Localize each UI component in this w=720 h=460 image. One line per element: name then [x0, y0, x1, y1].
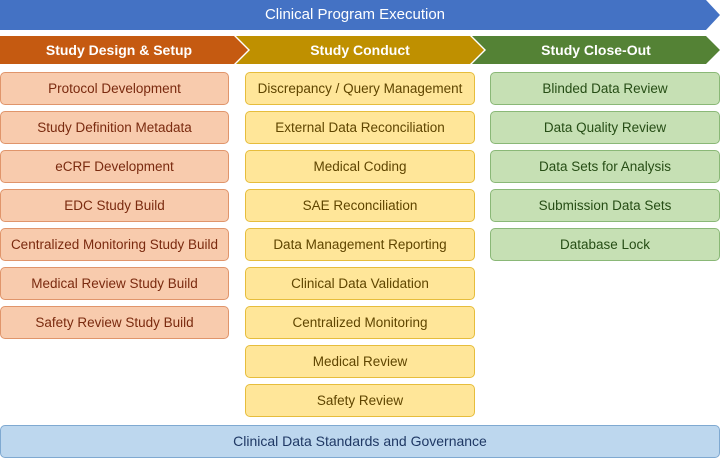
standards-governance-bar: Clinical Data Standards and Governance: [0, 425, 720, 458]
activity-box: Blinded Data Review: [490, 72, 720, 105]
activity-box: SAE Reconciliation: [245, 189, 475, 222]
activity-box: Safety Review: [245, 384, 475, 417]
phase-header-design: Study Design & Setup: [0, 36, 250, 64]
activity-box: Centralized Monitoring: [245, 306, 475, 339]
activity-box: Medical Review Study Build: [0, 267, 229, 300]
phase-title-closeout: Study Close-Out: [541, 42, 651, 58]
activity-box: Safety Review Study Build: [0, 306, 229, 339]
activity-box: Centralized Monitoring Study Build: [0, 228, 229, 261]
program-banner: Clinical Program Execution: [0, 0, 720, 30]
activity-box: Study Definition Metadata: [0, 111, 229, 144]
activity-box: Medical Review: [245, 345, 475, 378]
activity-box: Clinical Data Validation: [245, 267, 475, 300]
activity-box: Protocol Development: [0, 72, 229, 105]
phase-title-design: Study Design & Setup: [45, 42, 193, 58]
activity-box: eCRF Development: [0, 150, 229, 183]
activity-box: Data Quality Review: [490, 111, 720, 144]
phase-header-conduct: Study Conduct: [236, 36, 486, 64]
phase-chevron-conduct: [236, 36, 484, 64]
activity-box: Data Sets for Analysis: [490, 150, 720, 183]
banner-arrow-shape: [0, 0, 720, 30]
activity-box: Data Management Reporting: [245, 228, 475, 261]
activity-box: External Data Reconciliation: [245, 111, 475, 144]
banner-title: Clinical Program Execution: [264, 6, 446, 23]
phase-chevron-design: [0, 36, 248, 64]
phase-title-conduct: Study Conduct: [310, 42, 410, 58]
phase-header-closeout: Study Close-Out: [472, 36, 720, 64]
phase-chevron-closeout: [472, 36, 720, 64]
activity-box: Medical Coding: [245, 150, 475, 183]
activity-box: Database Lock: [490, 228, 720, 261]
activity-box: Discrepancy / Query Management: [245, 72, 475, 105]
activity-box: EDC Study Build: [0, 189, 229, 222]
activity-box: Submission Data Sets: [490, 189, 720, 222]
